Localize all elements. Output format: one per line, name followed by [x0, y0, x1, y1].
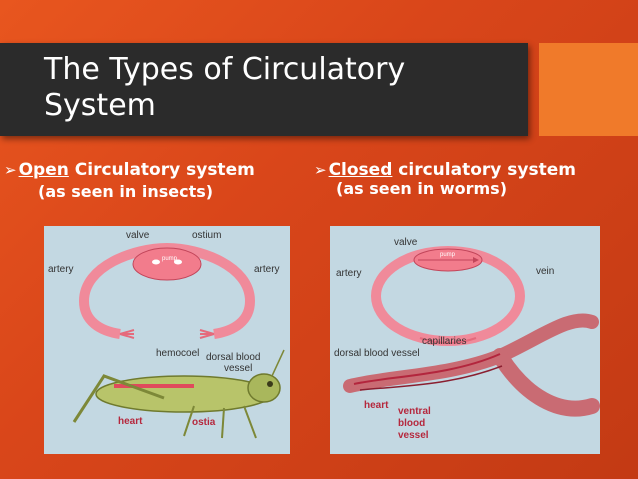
ostia-label: ostia	[192, 417, 216, 428]
open-end-left	[119, 329, 135, 339]
earthworm-illustration	[343, 313, 600, 417]
ostium-shape	[174, 259, 182, 265]
closed-dorsal-vessel-label: dorsal blood vessel	[334, 348, 420, 359]
hemocoel-label: hemocoel	[156, 348, 199, 359]
closed-pump-label: pump	[440, 252, 456, 258]
slide-title: The Types of Circulatory System	[44, 52, 406, 123]
bullet-arrow-icon: ➢	[4, 161, 17, 179]
open-subtext: (as seen in insects)	[38, 182, 214, 201]
closed-subtext: (as seen in worms)	[336, 179, 508, 198]
open-circulatory-diagram: valve ostium pump artery artery hemocoel…	[44, 226, 290, 454]
bullet-arrow-icon: ➢	[314, 161, 327, 179]
pump-label: pump	[162, 256, 178, 262]
vein-label: vein	[536, 266, 554, 277]
closed-valve-label: valve	[394, 237, 418, 248]
closed-keyword: Closed	[328, 160, 393, 180]
closed-circulatory-diagram: valve pump artery vein capillaries dorsa…	[330, 226, 600, 454]
title-bar	[0, 43, 528, 136]
pump-shape	[132, 247, 202, 281]
closed-vessel-label: vessel	[398, 430, 429, 441]
capillaries-shape	[419, 337, 477, 344]
blood-label: blood	[398, 418, 425, 429]
ostium-label: ostium	[192, 230, 221, 241]
accent-box	[539, 43, 638, 136]
open-vessel-loop	[79, 242, 256, 339]
ventral-label: ventral	[398, 406, 431, 417]
ostium-shape	[152, 259, 160, 265]
closed-artery-label: artery	[336, 268, 362, 279]
closed-bullet-text: circulatory system	[392, 160, 576, 180]
open-keyword: Open	[18, 160, 69, 180]
artery-left-label: artery	[48, 264, 74, 275]
closed-heart-label: heart	[364, 400, 389, 411]
capillaries-label: capillaries	[422, 336, 466, 347]
dorsal-blood-label: dorsal blood	[206, 352, 260, 363]
artery-right-label: artery	[254, 264, 280, 275]
valve-label: valve	[126, 230, 150, 241]
closed-bullet: ➢Closed circulatory system	[314, 160, 576, 180]
heart-label: heart	[118, 416, 143, 427]
open-bullet-text: Circulatory system	[68, 160, 255, 180]
open-bullet: ➢Open Circulatory system	[4, 160, 255, 180]
vessel-label: vessel	[224, 363, 252, 374]
grasshopper-illustration	[72, 349, 285, 439]
open-end-right	[199, 329, 215, 339]
open-vessel-left	[79, 300, 121, 339]
